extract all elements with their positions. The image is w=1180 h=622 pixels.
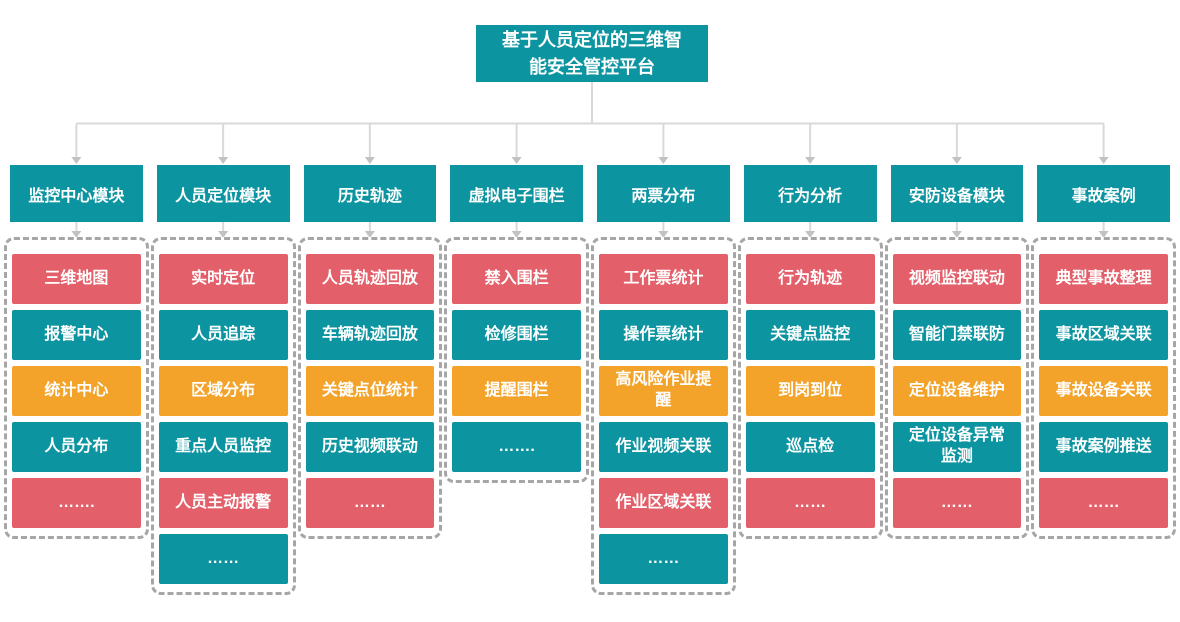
feature-item: 定位设备异常监测 — [892, 422, 1022, 472]
module-header: 两票分布 — [597, 165, 730, 222]
module-items-container: 典型事故整理 事故区域关联 事故设备关联 事故案例推送 …… — [1031, 237, 1176, 539]
feature-item: 作业视频关联 — [599, 422, 728, 472]
module-items-container: 视频监控联动 智能门禁联防 定位设备维护 定位设备异常监测 …… — [884, 237, 1030, 539]
root-node: 基于人员定位的三维智能安全管控平台 — [476, 25, 708, 82]
feature-item: …… — [745, 478, 875, 528]
feature-item: 高风险作业提醒 — [599, 366, 728, 416]
module-items-container: 行为轨迹 关键点监控 到岗到位 巡点检 …… — [737, 237, 883, 539]
module-items-container: 禁入围栏 检修围栏 提醒围栏 ……. — [444, 237, 589, 483]
feature-item: 人员分布 — [12, 422, 141, 472]
feature-item: 定位设备维护 — [892, 366, 1022, 416]
feature-item: 人员主动报警 — [158, 478, 288, 528]
feature-item: ……. — [452, 422, 581, 472]
feature-item: 人员追踪 — [158, 310, 288, 360]
feature-item: 人员轨迹回放 — [305, 254, 435, 304]
feature-item: 三维地图 — [12, 254, 141, 304]
module-items-container: 人员轨迹回放 车辆轨迹回放 关键点位统计 历史视频联动 …… — [297, 237, 443, 539]
column-behavior-analysis: 行为分析 行为轨迹 关键点监控 到岗到位 巡点检 …… — [737, 165, 883, 595]
feature-item: 报警中心 — [12, 310, 141, 360]
feature-item: 事故案例推送 — [1039, 422, 1168, 472]
feature-item: 关键点监控 — [745, 310, 875, 360]
feature-item: 统计中心 — [12, 366, 141, 416]
module-header: 行为分析 — [743, 165, 877, 222]
module-header: 虚拟电子围栏 — [450, 165, 583, 222]
feature-item: 重点人员监控 — [158, 422, 288, 472]
feature-item: …… — [305, 478, 435, 528]
module-header: 监控中心模块 — [10, 165, 143, 222]
column-virtual-fence: 虚拟电子围栏 禁入围栏 检修围栏 提醒围栏 ……. — [444, 165, 589, 595]
feature-item: …… — [599, 534, 728, 584]
feature-item: …… — [892, 478, 1022, 528]
feature-item: 事故设备关联 — [1039, 366, 1168, 416]
feature-item: 操作票统计 — [599, 310, 728, 360]
column-monitoring-center: 监控中心模块 三维地图 报警中心 统计中心 人员分布 ……. — [4, 165, 149, 595]
feature-item: 行为轨迹 — [745, 254, 875, 304]
feature-item: …… — [1039, 478, 1168, 528]
column-history-track: 历史轨迹 人员轨迹回放 车辆轨迹回放 关键点位统计 历史视频联动 …… — [297, 165, 443, 595]
feature-item: 实时定位 — [158, 254, 288, 304]
column-security-equipment: 安防设备模块 视频监控联动 智能门禁联防 定位设备维护 定位设备异常监测 …… — [884, 165, 1030, 595]
module-header: 历史轨迹 — [303, 165, 437, 222]
feature-item: 典型事故整理 — [1039, 254, 1168, 304]
feature-item: 区域分布 — [158, 366, 288, 416]
module-header: 事故案例 — [1037, 165, 1170, 222]
feature-item: …… — [158, 534, 288, 584]
feature-item: 检修围栏 — [452, 310, 581, 360]
feature-item: 智能门禁联防 — [892, 310, 1022, 360]
feature-item: 作业区域关联 — [599, 478, 728, 528]
feature-item: 车辆轨迹回放 — [305, 310, 435, 360]
feature-item: 提醒围栏 — [452, 366, 581, 416]
feature-item: 关键点位统计 — [305, 366, 435, 416]
module-header: 安防设备模块 — [890, 165, 1024, 222]
column-personnel-positioning: 人员定位模块 实时定位 人员追踪 区域分布 重点人员监控 人员主动报警 …… — [150, 165, 296, 595]
module-items-container: 工作票统计 操作票统计 高风险作业提醒 作业视频关联 作业区域关联 …… — [591, 237, 736, 595]
feature-item: 历史视频联动 — [305, 422, 435, 472]
module-items-container: 三维地图 报警中心 统计中心 人员分布 ……. — [4, 237, 149, 539]
column-accident-case: 事故案例 典型事故整理 事故区域关联 事故设备关联 事故案例推送 …… — [1031, 165, 1176, 595]
column-two-ticket: 两票分布 工作票统计 操作票统计 高风险作业提醒 作业视频关联 作业区域关联 …… — [591, 165, 736, 595]
feature-item: 事故区域关联 — [1039, 310, 1168, 360]
feature-item: 巡点检 — [745, 422, 875, 472]
feature-item: 工作票统计 — [599, 254, 728, 304]
module-columns: 监控中心模块 三维地图 报警中心 统计中心 人员分布 ……. 人员定位模块 实时… — [4, 165, 1176, 595]
feature-item: ……. — [12, 478, 141, 528]
root-node-label: 基于人员定位的三维智能安全管控平台 — [502, 30, 682, 77]
feature-item: 视频监控联动 — [892, 254, 1022, 304]
feature-item: 到岗到位 — [745, 366, 875, 416]
feature-item: 禁入围栏 — [452, 254, 581, 304]
module-items-container: 实时定位 人员追踪 区域分布 重点人员监控 人员主动报警 …… — [150, 237, 296, 595]
module-header: 人员定位模块 — [156, 165, 290, 222]
